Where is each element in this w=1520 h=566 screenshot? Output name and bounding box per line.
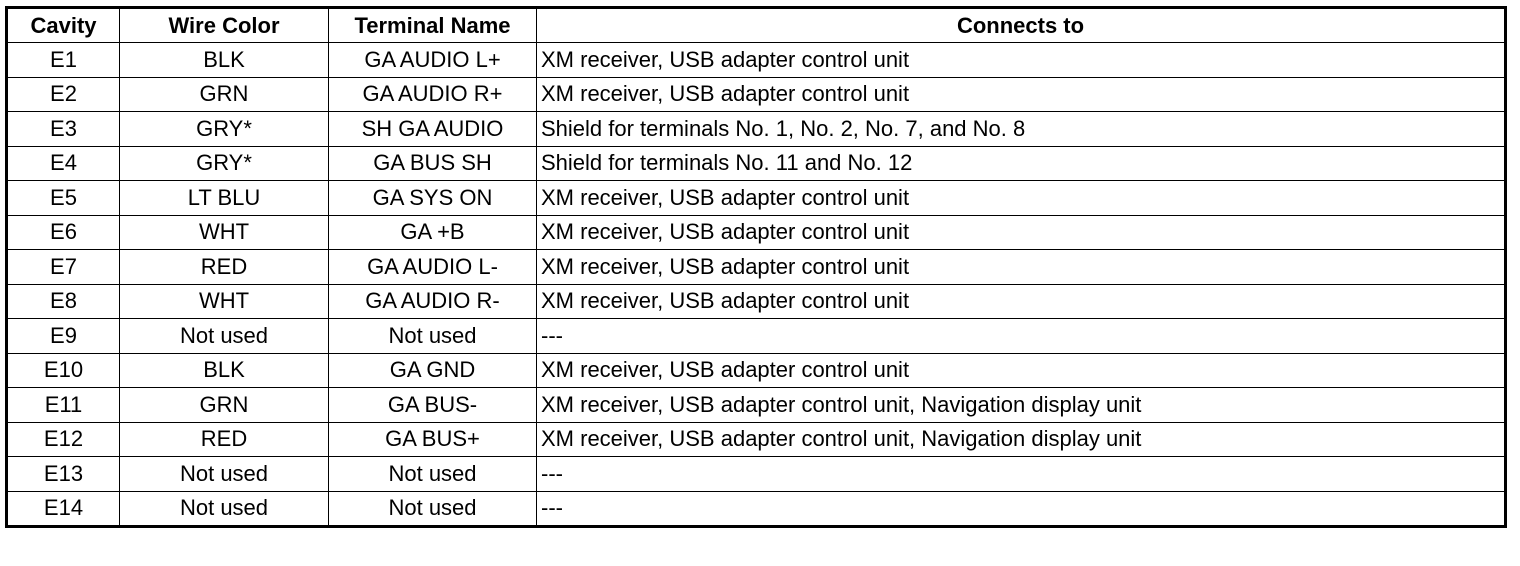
table-row: E9 Not used Not used --- [6, 318, 1506, 354]
header-cavity: Cavity [6, 7, 120, 43]
header-terminal-name: Terminal Name [328, 7, 537, 43]
terminal-name-cell: GA AUDIO R- [328, 283, 537, 319]
cavity-cell: E10 [6, 352, 120, 388]
terminal-name-cell: Not used [328, 490, 537, 527]
wire-color-cell: LT BLU [119, 180, 329, 216]
wire-color-cell: Not used [119, 456, 329, 492]
connects-to-cell: XM receiver, USB adapter control unit, N… [536, 421, 1506, 457]
wire-color-cell: BLK [119, 352, 329, 388]
terminal-name-cell: GA AUDIO L- [328, 249, 537, 285]
wire-color-cell: Not used [119, 490, 329, 527]
table-row: E4 GRY* GA BUS SH Shield for terminals N… [6, 145, 1506, 181]
connects-to-cell: XM receiver, USB adapter control unit [536, 214, 1506, 250]
connects-to-cell: Shield for terminals No. 1, No. 2, No. 7… [536, 111, 1506, 147]
wire-color-cell: WHT [119, 214, 329, 250]
wire-color-cell: GRN [119, 387, 329, 423]
wire-color-cell: GRY* [119, 145, 329, 181]
table-body: E1 BLK GA AUDIO L+ XM receiver, USB adap… [6, 42, 1506, 527]
connects-to-cell: XM receiver, USB adapter control unit [536, 352, 1506, 388]
terminal-name-cell: Not used [328, 318, 537, 354]
connects-to-cell: XM receiver, USB adapter control unit [536, 249, 1506, 285]
terminal-name-cell: GA AUDIO L+ [328, 42, 537, 78]
terminal-name-cell: GA SYS ON [328, 180, 537, 216]
table-row: E2 GRN GA AUDIO R+ XM receiver, USB adap… [6, 76, 1506, 112]
connects-to-cell: XM receiver, USB adapter control unit [536, 180, 1506, 216]
connector-pinout-table: Cavity Wire Color Terminal Name Connects… [5, 6, 1507, 528]
wire-color-cell: BLK [119, 42, 329, 78]
cavity-cell: E2 [6, 76, 120, 112]
table-row: E7 RED GA AUDIO L- XM receiver, USB adap… [6, 249, 1506, 285]
cavity-cell: E14 [6, 490, 120, 527]
cavity-cell: E5 [6, 180, 120, 216]
terminal-name-cell: SH GA AUDIO [328, 111, 537, 147]
wire-color-cell: GRY* [119, 111, 329, 147]
connects-to-cell: XM receiver, USB adapter control unit, N… [536, 387, 1506, 423]
wire-color-cell: RED [119, 249, 329, 285]
connects-to-cell: --- [536, 490, 1506, 527]
terminal-name-cell: GA BUS+ [328, 421, 537, 457]
table-row: E11 GRN GA BUS- XM receiver, USB adapter… [6, 387, 1506, 423]
cavity-cell: E7 [6, 249, 120, 285]
table-row: E3 GRY* SH GA AUDIO Shield for terminals… [6, 111, 1506, 147]
connects-to-cell: Shield for terminals No. 11 and No. 12 [536, 145, 1506, 181]
terminal-name-cell: GA AUDIO R+ [328, 76, 537, 112]
connects-to-cell: --- [536, 318, 1506, 354]
terminal-name-cell: GA +B [328, 214, 537, 250]
table-header: Cavity Wire Color Terminal Name Connects… [6, 7, 1506, 43]
cavity-cell: E6 [6, 214, 120, 250]
table-row: E6 WHT GA +B XM receiver, USB adapter co… [6, 214, 1506, 250]
cavity-cell: E3 [6, 111, 120, 147]
cavity-cell: E8 [6, 283, 120, 319]
terminal-name-cell: GA BUS SH [328, 145, 537, 181]
connects-to-cell: --- [536, 456, 1506, 492]
cavity-cell: E9 [6, 318, 120, 354]
table-row: E8 WHT GA AUDIO R- XM receiver, USB adap… [6, 283, 1506, 319]
table-row: E12 RED GA BUS+ XM receiver, USB adapter… [6, 421, 1506, 457]
header-connects-to: Connects to [536, 7, 1506, 43]
header-row: Cavity Wire Color Terminal Name Connects… [6, 7, 1506, 43]
cavity-cell: E4 [6, 145, 120, 181]
table-row: E10 BLK GA GND XM receiver, USB adapter … [6, 352, 1506, 388]
connects-to-cell: XM receiver, USB adapter control unit [536, 283, 1506, 319]
table-row: E14 Not used Not used --- [6, 490, 1506, 527]
wire-color-cell: RED [119, 421, 329, 457]
table-row: E13 Not used Not used --- [6, 456, 1506, 492]
cavity-cell: E1 [6, 42, 120, 78]
cavity-cell: E11 [6, 387, 120, 423]
table-row: E5 LT BLU GA SYS ON XM receiver, USB ada… [6, 180, 1506, 216]
wire-color-cell: Not used [119, 318, 329, 354]
header-wire-color: Wire Color [119, 7, 329, 43]
cavity-cell: E12 [6, 421, 120, 457]
cavity-cell: E13 [6, 456, 120, 492]
table-row: E1 BLK GA AUDIO L+ XM receiver, USB adap… [6, 42, 1506, 78]
terminal-name-cell: GA GND [328, 352, 537, 388]
terminal-name-cell: Not used [328, 456, 537, 492]
connects-to-cell: XM receiver, USB adapter control unit [536, 76, 1506, 112]
terminal-name-cell: GA BUS- [328, 387, 537, 423]
wire-color-cell: GRN [119, 76, 329, 112]
wire-color-cell: WHT [119, 283, 329, 319]
connects-to-cell: XM receiver, USB adapter control unit [536, 42, 1506, 78]
